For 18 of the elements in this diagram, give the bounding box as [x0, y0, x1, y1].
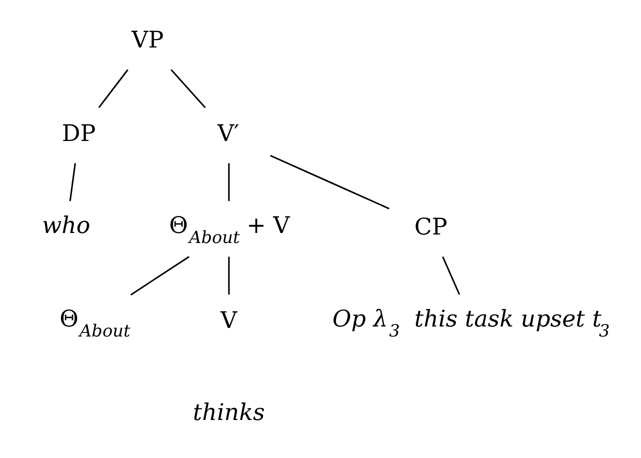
- connector: [270, 154, 390, 210]
- connector: [69, 163, 76, 202]
- connector: [442, 256, 460, 295]
- node-text: Θ$_{About}$ + V: [169, 212, 290, 247]
- node-text: VP: [132, 27, 164, 54]
- node-text: V: [220, 308, 238, 334]
- connector: [130, 256, 190, 296]
- node-text: who: [42, 212, 90, 239]
- node-text: DP: [62, 120, 96, 147]
- node-text: V′: [217, 120, 240, 147]
- label: thinks: [192, 400, 265, 426]
- connector: [228, 256, 230, 295]
- connector: [170, 69, 206, 108]
- connector: [228, 163, 230, 202]
- node-text: CP: [414, 214, 448, 240]
- connector: [98, 69, 128, 108]
- node-text: Op λ$_{3}$ this task upset t$_{3}$: [332, 306, 610, 340]
- node-text: Θ$_{About}$: [60, 306, 130, 340]
